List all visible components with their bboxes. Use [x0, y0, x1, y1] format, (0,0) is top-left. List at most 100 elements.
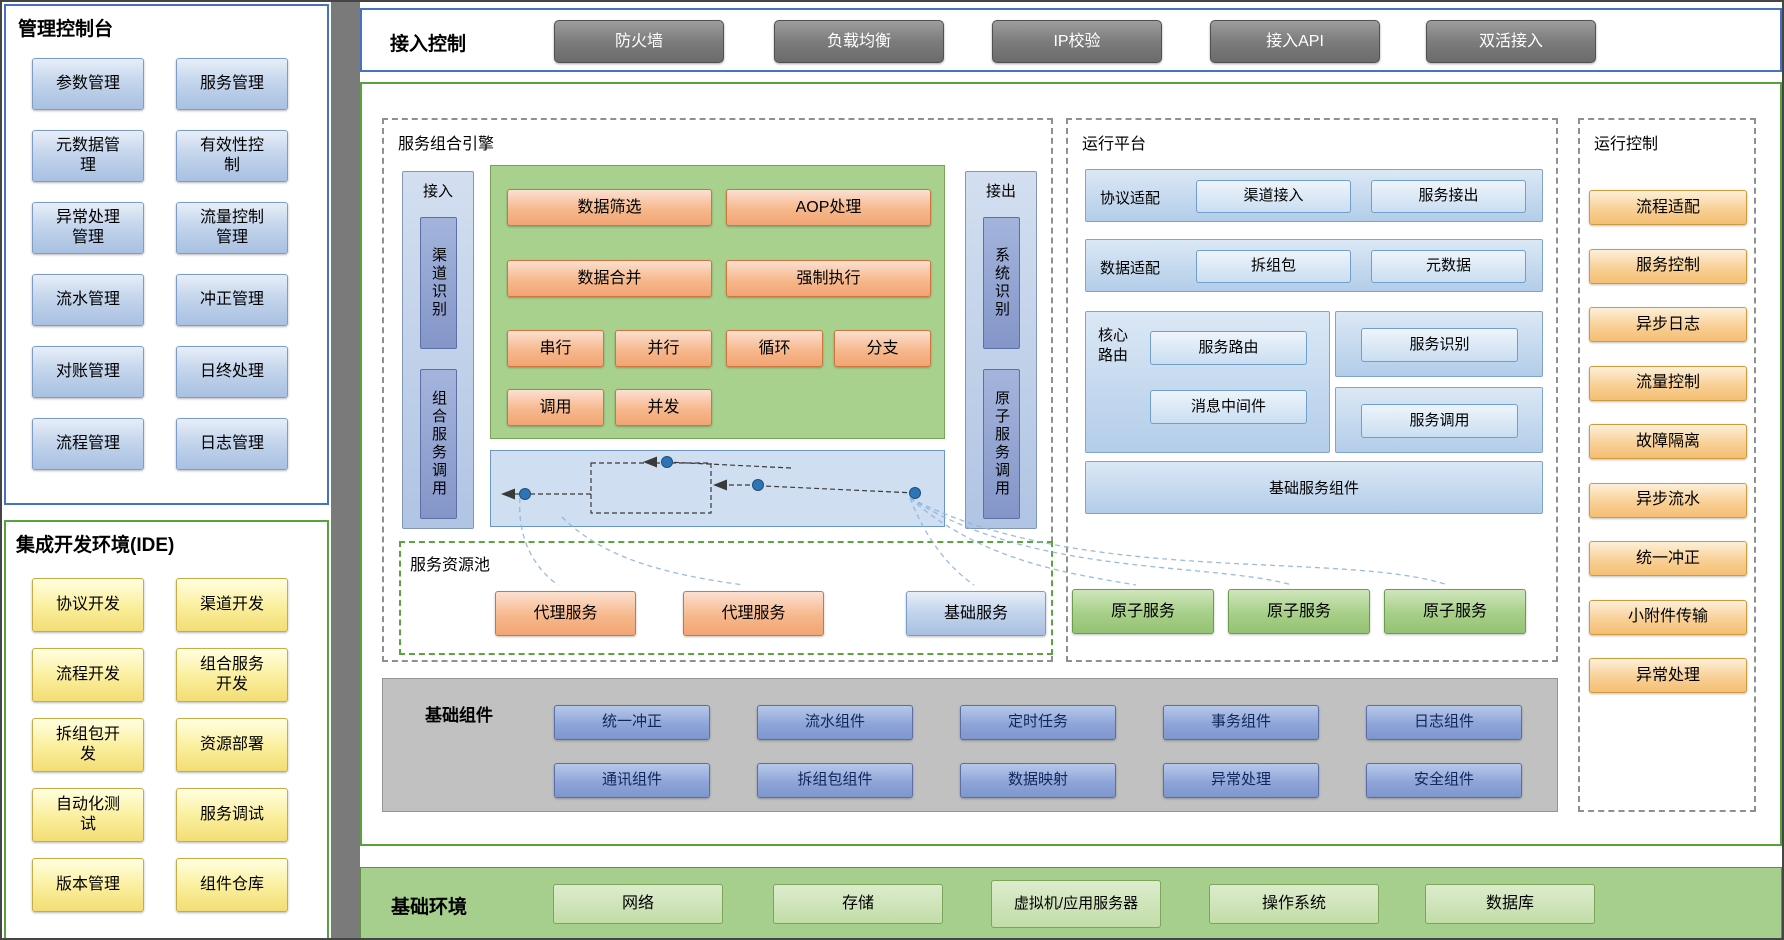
ide-node: 协议开发 — [32, 578, 144, 632]
outbound-label: 接出 — [985, 183, 1016, 200]
core-platform-panel: 服务组合引擎 接入 渠道识别 组合服务调用 数据筛选 AOP处理 数据合并 强制… — [360, 82, 1782, 846]
runtime-control-node: 统一冲正 — [1589, 541, 1747, 576]
flow-diagram — [501, 456, 921, 514]
ide-node: 资源部署 — [176, 718, 288, 772]
component-node: 事务组件 — [1163, 705, 1319, 740]
atomic-service-node: 原子服务 — [1384, 589, 1526, 634]
access-control-title: 接入控制 — [390, 34, 467, 55]
component-node: 安全组件 — [1366, 763, 1522, 798]
ide-node: 流程开发 — [32, 648, 144, 702]
service-pool-panel: 服务资源池 代理服务 代理服务 基础服务 — [399, 541, 1053, 655]
outbound-node: 系统识别 — [983, 217, 1020, 349]
runtime-control-node: 流量控制 — [1589, 365, 1747, 401]
ide-node: 版本管理 — [32, 858, 144, 912]
management-console-title: 管理控制台 — [18, 19, 114, 40]
component-node: 定时任务 — [960, 705, 1116, 740]
runtime-platform-panel: 运行平台 协议适配 渠道接入 服务接出 数据适配 拆组包 元数据 核心路由 服务… — [1066, 118, 1558, 662]
protocol-adapter-label: 协议适配 — [1100, 190, 1161, 207]
runtime-control-title: 运行控制 — [1594, 136, 1659, 153]
component-node: 流水组件 — [757, 705, 913, 740]
console-node: 流水管理 — [32, 274, 144, 326]
component-node: 统一冲正 — [554, 705, 710, 740]
inbound-box: 接入 渠道识别 组合服务调用 — [402, 171, 474, 529]
console-node: 有效性控制 — [176, 130, 288, 182]
console-node: 日终处理 — [176, 346, 288, 398]
atomic-service-node: 原子服务 — [1228, 589, 1370, 634]
core-routing-box: 核心路由 服务路由 消息中间件 — [1085, 311, 1330, 453]
data-adapter-box: 数据适配 拆组包 元数据 — [1085, 239, 1543, 292]
runtime-platform-title: 运行平台 — [1082, 136, 1147, 153]
runtime-control-node: 异步流水 — [1589, 482, 1747, 518]
console-node: 服务管理 — [176, 58, 288, 110]
protocol-adapter-box: 协议适配 渠道接入 服务接出 — [1085, 169, 1543, 222]
environment-node: 虚拟机/应用服务器 — [991, 880, 1161, 928]
base-environment-panel: 基础环境 网络 存储 虚拟机/应用服务器 操作系统 数据库 — [360, 867, 1782, 938]
outbound-node: 原子服务调用 — [983, 369, 1020, 519]
vertical-divider — [331, 2, 360, 938]
platform-node: 渠道接入 — [1196, 180, 1351, 213]
console-node: 参数管理 — [32, 58, 144, 110]
atomic-service-node: 原子服务 — [1072, 589, 1214, 634]
service-engine-panel: 服务组合引擎 接入 渠道识别 组合服务调用 数据筛选 AOP处理 数据合并 强制… — [382, 118, 1053, 662]
platform-node: 元数据 — [1371, 250, 1526, 283]
component-node: 通讯组件 — [554, 763, 710, 798]
flow-control-node: 并行 — [615, 330, 712, 367]
console-node: 流程管理 — [32, 418, 144, 470]
base-service-components-box: 基础服务组件 — [1085, 461, 1543, 514]
engine-function-node: 数据筛选 — [507, 189, 712, 226]
runtime-control-node: 小附件传输 — [1589, 599, 1747, 635]
console-node: 冲正管理 — [176, 274, 288, 326]
flow-control-node: 循环 — [726, 330, 823, 367]
console-node: 流量控制管理 — [176, 202, 288, 254]
basic-components-title: 基础组件 — [425, 706, 493, 725]
platform-node: 拆组包 — [1196, 250, 1351, 283]
console-node: 元数据管理 — [32, 130, 144, 182]
flow-control-node: 串行 — [507, 330, 604, 367]
runtime-control-node: 故障隔离 — [1589, 424, 1747, 459]
runtime-control-node: 流程适配 — [1589, 190, 1747, 225]
environment-node: 操作系统 — [1209, 884, 1379, 924]
environment-node: 存储 — [773, 884, 943, 924]
environment-node: 网络 — [553, 884, 723, 924]
inbound-node: 渠道识别 — [420, 217, 457, 349]
engine-function-node: 数据合并 — [507, 260, 712, 297]
service-invoke-box: 服务调用 — [1335, 387, 1543, 453]
ide-node: 自动化测试 — [32, 788, 144, 842]
console-node: 日志管理 — [176, 418, 288, 470]
service-engine-title: 服务组合引擎 — [398, 136, 495, 153]
outbound-box: 接出 系统识别 原子服务调用 — [965, 171, 1037, 529]
platform-node: 消息中间件 — [1150, 390, 1307, 424]
core-routing-label: 核心路由 — [1098, 327, 1129, 365]
base-service-components-label: 基础服务组件 — [1268, 480, 1359, 497]
management-console-panel: 管理控制台 参数管理 服务管理 元数据管理 有效性控制 异常处理管理 流量控制管… — [4, 4, 329, 505]
access-node: 负载均衡 — [774, 20, 944, 63]
runtime-control-panel: 运行控制 流程适配 服务控制 异步日志 流量控制 故障隔离 异步流水 统一冲正 … — [1578, 118, 1756, 812]
proxy-service-node: 代理服务 — [683, 591, 824, 636]
ide-node: 渠道开发 — [176, 578, 288, 632]
runtime-control-node: 异步日志 — [1589, 307, 1747, 342]
component-node: 日志组件 — [1366, 705, 1522, 740]
ide-node: 组合服务开发 — [176, 648, 288, 702]
access-node: 接入API — [1210, 20, 1380, 63]
ide-panel: 集成开发环境(IDE) 协议开发 渠道开发 流程开发 组合服务开发 拆组包开发 … — [4, 520, 329, 938]
runtime-control-list: 流程适配 服务控制 异步日志 流量控制 故障隔离 异步流水 统一冲正 小附件传输… — [1589, 190, 1747, 693]
runtime-control-node: 服务控制 — [1589, 248, 1747, 284]
flow-control-node: 分支 — [834, 330, 931, 367]
access-node: 防火墙 — [554, 20, 724, 63]
console-node: 对账管理 — [32, 346, 144, 398]
ide-node: 拆组包开发 — [32, 718, 144, 772]
ide-node: 服务调试 — [176, 788, 288, 842]
management-console-grid: 参数管理 服务管理 元数据管理 有效性控制 异常处理管理 流量控制管理 流水管理… — [32, 58, 288, 470]
platform-node: 服务路由 — [1150, 331, 1307, 365]
component-node: 数据映射 — [960, 763, 1116, 798]
base-service-node: 基础服务 — [906, 591, 1046, 636]
platform-node: 服务识别 — [1361, 328, 1518, 362]
flow-control-node: 并发 — [615, 389, 712, 426]
flow-control-node: 调用 — [507, 389, 604, 426]
component-node: 异常处理 — [1163, 763, 1319, 798]
engine-function-node: AOP处理 — [726, 189, 931, 226]
data-adapter-label: 数据适配 — [1100, 260, 1161, 277]
console-node: 异常处理管理 — [32, 202, 144, 254]
ide-title: 集成开发环境(IDE) — [16, 535, 175, 556]
